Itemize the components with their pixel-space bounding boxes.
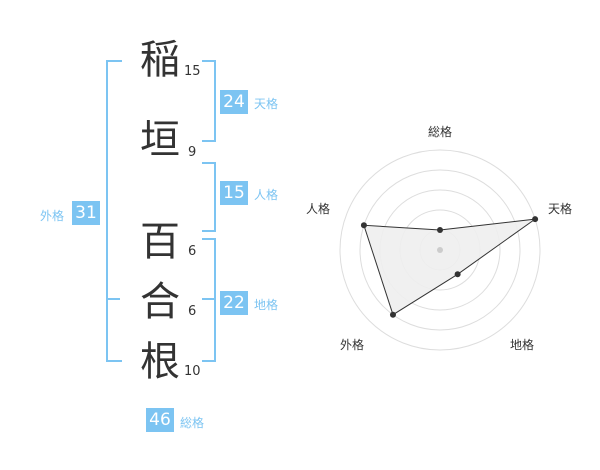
chikaku-value: 22 [220,291,248,315]
name-char-4: 合 [140,279,180,325]
radar-point-2 [454,271,461,278]
radar-point-3 [389,311,396,318]
tenkaku-label: 天格 [254,97,279,111]
gaikaku-bracket [106,60,122,362]
stroke-count-1: 15 [184,64,201,79]
stroke-count-3: 6 [188,244,197,259]
radar-points [360,216,539,318]
stroke-count-2: 9 [188,145,197,160]
jinkaku-value: 15 [220,181,248,205]
stroke-count-5: 10 [184,364,201,379]
radar-point-4 [360,222,367,229]
soukaku-label: 総格 [180,416,205,430]
tenkaku-bracket [202,60,216,142]
radar-axis-label-soukaku: 総格 [428,125,453,139]
radar-axis-label-chikaku: 地格 [510,338,535,352]
radar-polygon [363,218,536,316]
radar-point-1 [532,216,539,223]
chikaku-label: 地格 [254,298,279,312]
chikaku-bracket-split [202,298,214,300]
soukaku-value: 46 [146,408,174,432]
stroke-count-4: 6 [188,304,197,319]
name-char-3: 百 [140,219,180,265]
chikaku-bracket [202,238,216,362]
radar-grid-ring [359,169,521,331]
name-char-5: 根 [140,339,180,385]
radar-axis-label-jinkaku: 人格 [306,202,331,216]
tenkaku-value: 24 [220,90,248,114]
gaikaku-bracket-split [106,298,120,300]
radar-axis-label-gaikaku: 外格 [340,338,365,352]
radar-grid-ring [339,149,541,351]
jinkaku-label: 人格 [254,188,279,202]
gaikaku-label: 外格 [40,209,65,223]
jinkaku-bracket [202,162,216,232]
radar-point-0 [437,227,443,233]
radar-center-dot [437,247,443,253]
radar-axis-label-tenkaku: 天格 [548,202,573,216]
name-char-1: 稲 [140,37,180,83]
name-char-2: 垣 [140,117,180,163]
gaikaku-value: 31 [72,201,100,225]
